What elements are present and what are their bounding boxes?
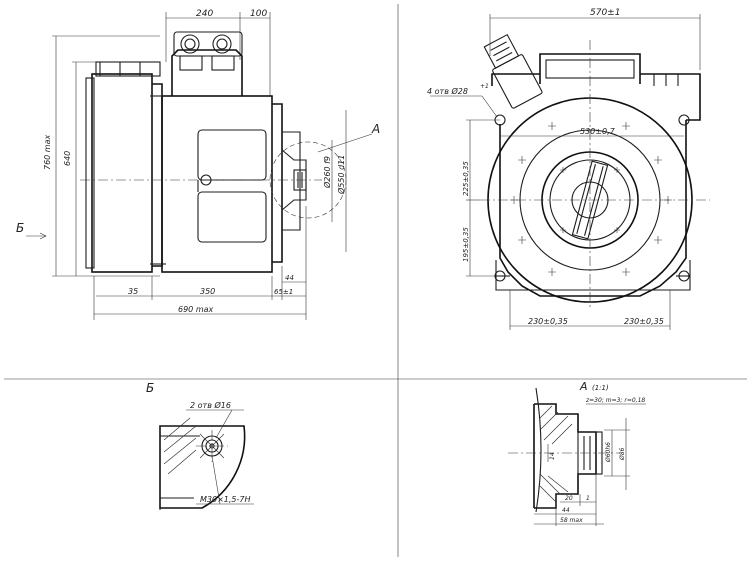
detail-a-title: A	[579, 380, 588, 393]
dim-240: 240	[196, 9, 213, 19]
detail-b-holes: 2 отв Ø16	[190, 400, 231, 410]
dim-d260: Ø260 f9	[322, 156, 332, 189]
dim-holes: 4 отв Ø28	[427, 86, 468, 96]
detail-a-d60: Ø60h6	[605, 442, 612, 463]
dim-760: 760 max	[43, 134, 52, 170]
stator-housing	[161, 95, 273, 273]
dim-35: 35	[128, 287, 138, 296]
dim-350: 350	[200, 287, 215, 296]
detail-b-title: Б	[146, 381, 154, 395]
label-a: A	[371, 122, 380, 136]
detail-b-thread: M30×1,5-7H	[200, 495, 251, 504]
terminal-box	[173, 31, 243, 57]
end-shield-rear	[91, 73, 153, 273]
detail-a-spline: z=30; m=3; r=0,18	[585, 397, 645, 404]
detail-a-20: 20	[565, 495, 573, 502]
dim-d550: Ø550 d11	[336, 155, 346, 195]
detail-a-d86: Ø86	[619, 447, 626, 461]
dim-225: 225±0,35	[462, 161, 470, 196]
side-view: 240 100 760 max 640	[16, 9, 380, 320]
detail-a-44: 44	[562, 507, 570, 514]
dim-640: 640	[63, 151, 72, 166]
detail-a-scale: (1:1)	[592, 384, 609, 392]
label-b: Б	[16, 221, 24, 235]
detail-a-hatch	[539, 405, 573, 503]
dim-holes-tolerance: +1	[480, 83, 489, 90]
dim-44: 44	[285, 274, 294, 282]
detail-a-14: 14	[549, 452, 556, 460]
front-view: 570±1	[427, 8, 710, 330]
mounting-hole-tr	[678, 114, 690, 126]
dim-100: 100	[250, 9, 267, 19]
dim-230-right: 230±0,35	[624, 317, 664, 326]
dim-195: 195±0,35	[462, 227, 470, 262]
detail-a-58: 58 max	[560, 517, 583, 524]
dim-690: 690 max	[178, 305, 214, 314]
dim-530: 530±0,7	[580, 127, 616, 136]
dim-230-left: 230±0,35	[528, 317, 568, 326]
dim-570: 570±1	[590, 8, 620, 18]
panel-frame	[4, 4, 747, 557]
dim-65: 65±1	[274, 288, 293, 296]
mounting-hole-br	[678, 270, 690, 282]
detail-b: Б 2 отв Ø16 M30×1,5-7H	[146, 381, 254, 510]
detail-a-1: 1	[586, 495, 590, 502]
hatch-lines	[163, 417, 197, 475]
detail-a: A (1:1) z=30; m=3; r=0,18 14 Ø60h6 Ø86	[508, 380, 646, 526]
